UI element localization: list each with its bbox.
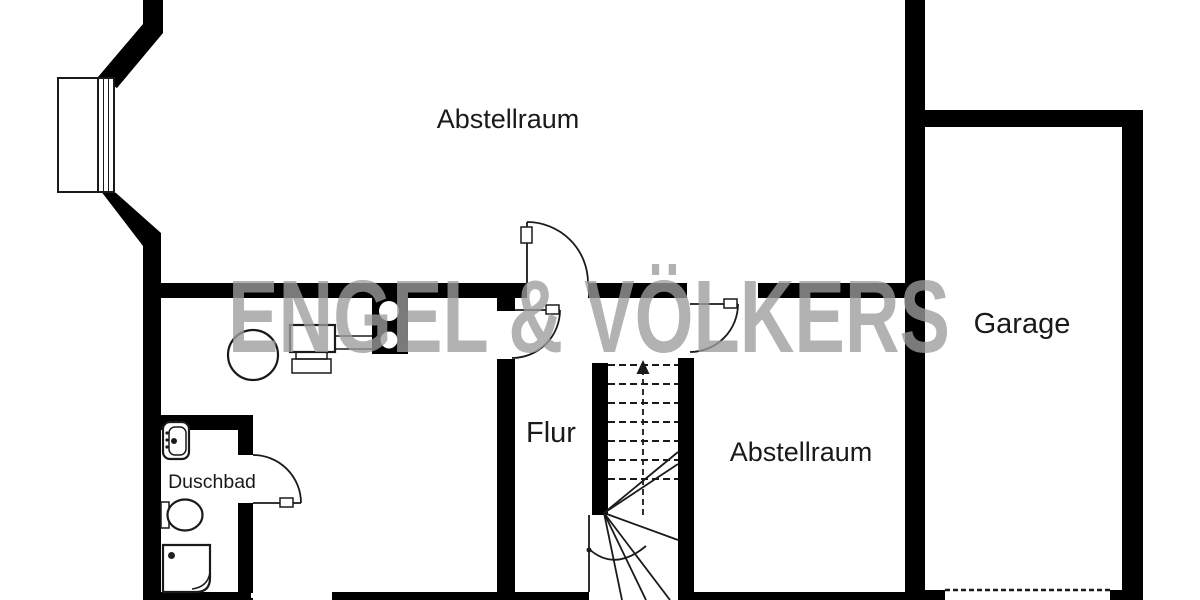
shower-drain	[168, 552, 175, 559]
walls	[97, 0, 1143, 600]
door-handle	[723, 298, 738, 309]
washbasin	[161, 420, 191, 461]
door-swing-arc	[511, 309, 561, 359]
basement-window	[251, 593, 332, 598]
label-garage: Garage	[974, 308, 1071, 340]
stair-winder-step	[603, 463, 679, 514]
door-handle	[545, 304, 560, 315]
toilet	[160, 498, 204, 532]
winder-staircase	[586, 360, 679, 600]
door-abstellraum-top	[520, 221, 589, 284]
toilet-bowl	[166, 498, 204, 532]
wall-topleft-diagonal	[98, 0, 163, 88]
wall-flur-left-stub	[497, 298, 515, 311]
stove-ring	[379, 301, 399, 321]
stair-winder-step	[603, 512, 679, 541]
wall-left-outer	[97, 186, 161, 600]
stair-direction-arrow	[636, 360, 650, 374]
door-handle	[279, 497, 294, 508]
wall-mid-horizontal-2	[588, 283, 687, 298]
stair-winder-step	[603, 512, 623, 600]
label-flur: Flur	[526, 417, 576, 449]
round-boiler	[226, 328, 280, 382]
door-duschbad	[252, 454, 302, 508]
label-duschbad: Duschbad	[168, 471, 256, 493]
washbasin-drain	[171, 438, 177, 444]
stair-winder-step	[603, 451, 679, 514]
washbasin-tap-dot	[165, 438, 169, 442]
stove-unit	[372, 291, 408, 354]
wall-mid-horizontal-3	[758, 283, 908, 298]
label-abstellraum-top: Abstellraum	[437, 104, 580, 134]
corner-window-frame	[97, 77, 115, 193]
doors	[252, 221, 739, 508]
corner-window-sill	[57, 77, 99, 193]
shower-tray	[161, 543, 212, 594]
openings	[57, 77, 1110, 598]
corner-window	[57, 77, 115, 193]
door-abstellraum-right	[689, 298, 739, 353]
wall-mid-horizontal-1	[161, 283, 527, 298]
door-swing-arc	[526, 221, 589, 284]
label-abstellraum-right: Abstellraum	[730, 437, 873, 467]
brand-watermark: ENGEL & VÖLKERS	[228, 259, 950, 374]
wall-bottom-2	[332, 592, 589, 600]
wall-stairs-left	[592, 363, 608, 515]
door-flur	[511, 304, 561, 359]
washbasin-tap-dot	[165, 445, 169, 449]
wall-garage-left	[905, 0, 925, 600]
wall-garage-right	[1122, 127, 1143, 600]
wall-stairs-right	[678, 358, 694, 600]
fixtures	[160, 291, 408, 594]
door-swing-arc	[252, 454, 302, 504]
washing-machine-base	[291, 358, 332, 374]
wall-duschbad-right-lower	[238, 503, 253, 600]
stair-walkline-start	[586, 547, 592, 553]
washing-machine-body	[288, 323, 337, 354]
wall-garage-bottom-stub-right	[1110, 590, 1143, 600]
wall-duschbad-right-upper	[238, 430, 253, 455]
stair-walkline-curve	[588, 545, 647, 561]
wall-bottom-3	[694, 592, 908, 600]
stair-winder-step	[603, 512, 647, 600]
washing-machine	[288, 323, 372, 374]
wall-garage-bottom-stub-left	[925, 590, 945, 600]
shower-corner-line	[191, 571, 211, 590]
door-handle	[520, 226, 533, 244]
stove-ring	[380, 331, 398, 349]
washbasin-tap-dot	[165, 431, 169, 435]
room-labels: Abstellraum Flur Abstellraum Duschbad Ga…	[168, 104, 1070, 493]
wall-bottom-1	[143, 592, 251, 600]
door-swing-arc	[689, 303, 739, 353]
stair-winder-step	[603, 512, 671, 600]
wall-flur-left	[497, 359, 515, 600]
wall-garage-top	[920, 110, 1143, 127]
washbasin-bowl	[168, 426, 187, 456]
